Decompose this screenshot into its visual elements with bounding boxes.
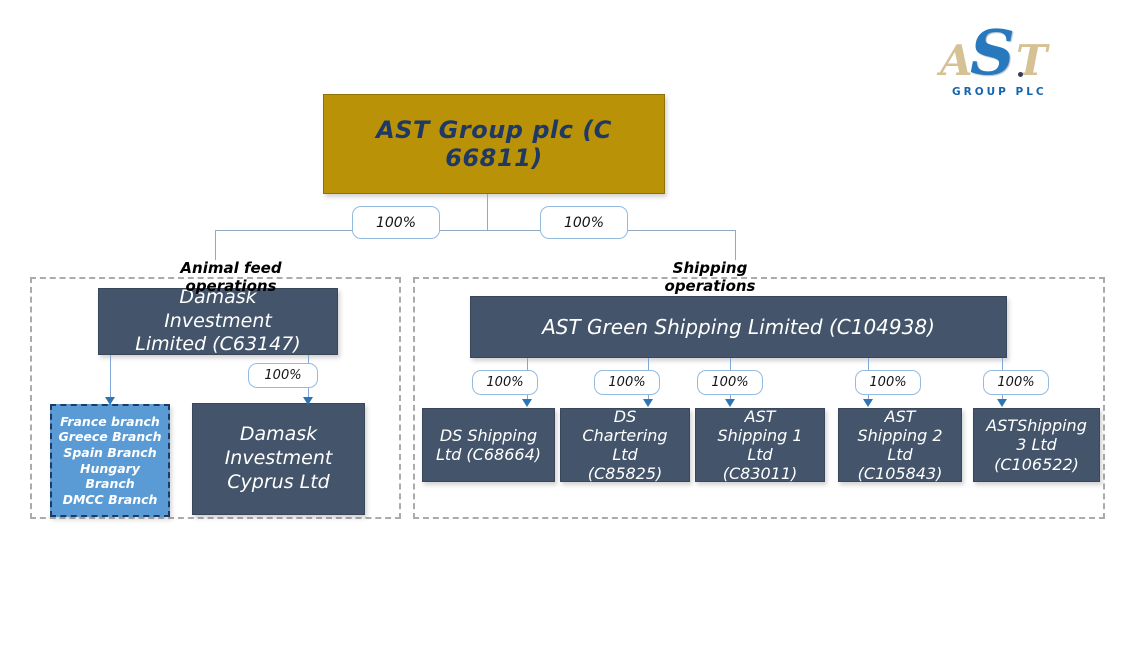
node-ds-chartering: DS Chartering Ltd (C85825) (560, 407, 690, 483)
branch-item-spain: Spain Branch (63, 444, 157, 460)
section-label-animal-feed: Animal feed operations (180, 259, 282, 295)
connector-root-vertical (487, 194, 488, 231)
arrowhead-shipping-child-2 (643, 399, 653, 407)
logo-letter-t: T (1016, 36, 1048, 85)
connector-stub-animal-feed (215, 230, 216, 260)
logo-subtitle: GROUP PLC (952, 86, 1047, 98)
node-ast-shipping-2: AST Shipping 2 Ltd (C105843) (838, 407, 962, 483)
node-damask-investment-limited: Damask Investment Limited (C63147) (98, 286, 338, 355)
logo-letter-a: A (940, 36, 973, 85)
arrowhead-cyprus (303, 397, 313, 405)
group-shipping-operations (413, 277, 1105, 519)
connector-root-horizontal (215, 230, 736, 231)
section-label-shipping: Shipping operations (664, 259, 756, 295)
ownership-label-animal-feed: 100% (352, 206, 440, 239)
node-damask-branches: France branch Greece Branch Spain Branch… (50, 404, 170, 517)
branch-item-greece: Greece Branch (58, 429, 162, 445)
ownership-label-shipping: 100% (540, 206, 628, 239)
ownership-label-ast-shipping-3: 100% (983, 370, 1049, 395)
node-ds-shipping: DS Shipping Ltd (C68664) (422, 408, 555, 482)
group-animal-feed-operations (30, 277, 401, 519)
arrowhead-shipping-child-1 (522, 399, 532, 407)
arrowhead-shipping-child-4 (863, 399, 873, 407)
node-ast-group-plc: AST Group plc (C 66811) (323, 94, 665, 194)
arrowhead-shipping-child-5 (997, 399, 1007, 407)
node-ast-green-shipping: AST Green Shipping Limited (C104938) (470, 296, 1007, 358)
node-ast-shipping-1: AST Shipping 1 Ltd (C83011) (695, 407, 825, 483)
connector-stub-shipping (735, 230, 736, 260)
logo-letter-s: S (970, 16, 1015, 89)
arrowhead-shipping-child-3 (725, 399, 735, 407)
connector-damask-to-branches (110, 355, 111, 398)
node-ast-shipping-3: ASTShipping 3 Ltd (C106522) (973, 408, 1100, 482)
ast-group-logo: A S T GROUP PLC (938, 16, 1078, 102)
arrowhead-branches (105, 397, 115, 405)
branch-item-france: France branch (60, 413, 160, 429)
ownership-label-ds-shipping: 100% (472, 370, 538, 395)
ownership-label-ast-shipping-1: 100% (697, 370, 763, 395)
logo-dot (1018, 72, 1023, 77)
ownership-label-ast-shipping-2: 100% (855, 370, 921, 395)
ownership-label-damask-cyprus: 100% (248, 363, 318, 388)
branch-item-hungary: Hungary Branch (80, 460, 140, 492)
ownership-label-ds-chartering: 100% (594, 370, 660, 395)
node-damask-investment-cyprus: Damask Investment Cyprus Ltd (192, 403, 365, 515)
branch-item-dmcc: DMCC Branch (62, 491, 158, 507)
